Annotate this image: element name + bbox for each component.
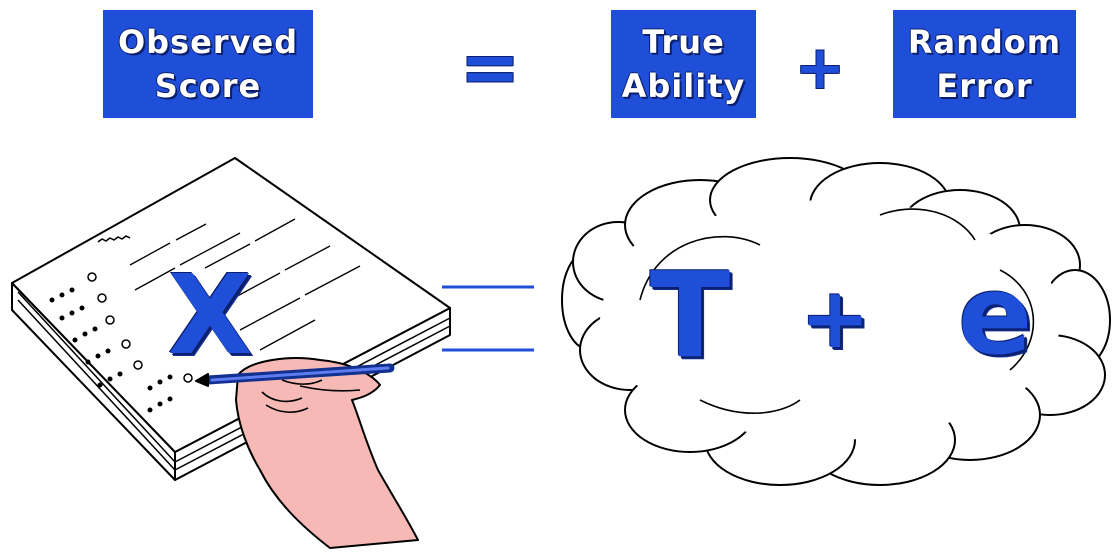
observed-score-line-1: Observed bbox=[117, 23, 299, 61]
answer-sheet-markings bbox=[49, 218, 361, 413]
top-plus-sign: + bbox=[794, 33, 846, 103]
random-error-line-2: Error bbox=[936, 67, 1033, 105]
middle-equals-sign bbox=[442, 285, 534, 352]
symbol-x: X bbox=[167, 251, 253, 379]
symbol-e: e bbox=[957, 251, 1033, 379]
symbol-plus: + bbox=[800, 269, 871, 367]
observed-score-line-2: Score bbox=[154, 67, 262, 105]
random-error-box: Random Error bbox=[893, 10, 1076, 118]
true-ability-line-2: Ability bbox=[621, 67, 746, 105]
observed-score-box: Observed Score bbox=[103, 10, 313, 118]
true-ability-box: True Ability bbox=[611, 10, 756, 118]
cloud-fill bbox=[600, 200, 1060, 440]
symbol-t: T bbox=[649, 246, 731, 384]
cloud-inner-outline bbox=[639, 208, 1035, 414]
top-equals-sign: = bbox=[459, 25, 521, 109]
random-error-line-1: Random bbox=[907, 23, 1062, 61]
hand-with-pen-illustration bbox=[195, 357, 419, 549]
true-ability-line-1: True bbox=[642, 23, 725, 61]
